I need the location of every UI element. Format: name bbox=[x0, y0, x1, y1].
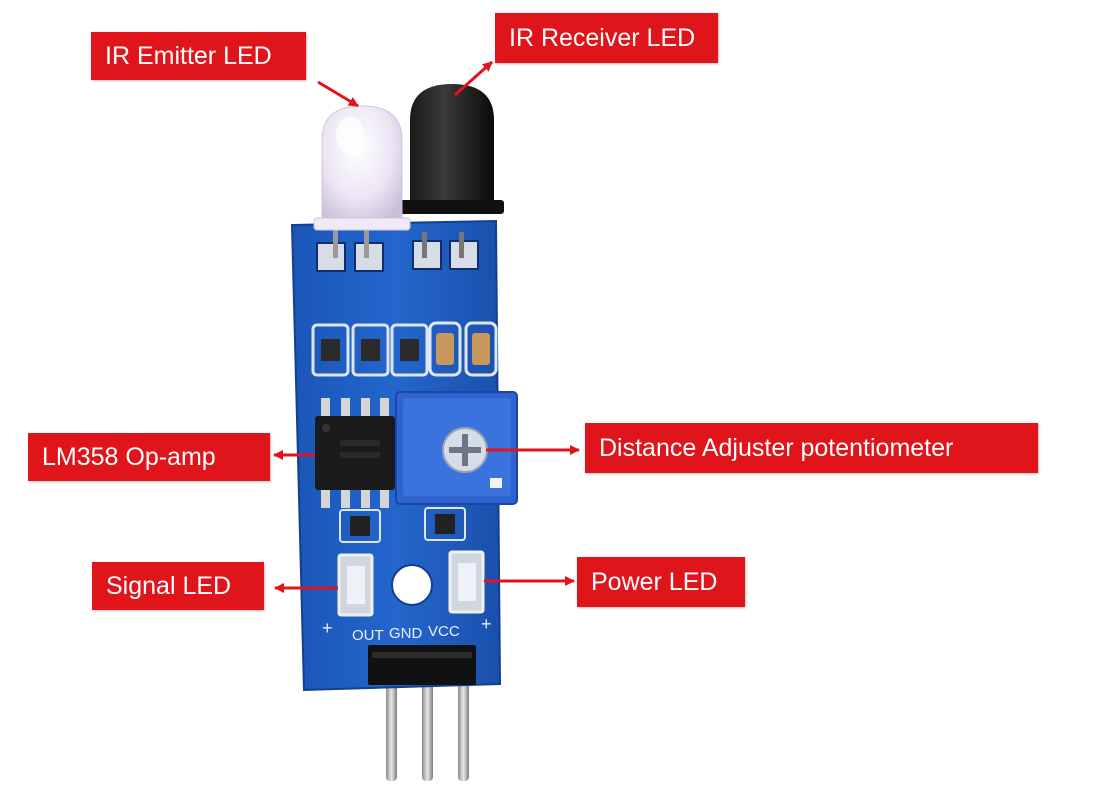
callout-ir-receiver: IR Receiver LED bbox=[495, 13, 718, 63]
pin-label-vcc: VCC bbox=[428, 623, 460, 640]
callout-power-led-text: Power LED bbox=[591, 567, 718, 596]
arrow-ir-receiver bbox=[454, 60, 493, 97]
pin-label-out: OUT bbox=[352, 627, 384, 644]
pin-gnd-leg bbox=[422, 675, 433, 781]
plus-mark-left: + bbox=[322, 618, 333, 638]
callout-ir-receiver-text: IR Receiver LED bbox=[509, 23, 696, 52]
callout-opamp-text: LM358 Op-amp bbox=[42, 442, 216, 471]
callout-ir-emitter-text: IR Emitter LED bbox=[105, 41, 272, 70]
header-pins bbox=[386, 675, 469, 781]
plus-mark-right: + bbox=[481, 614, 492, 634]
mounting-hole bbox=[391, 564, 433, 606]
callout-potentiometer: Distance Adjuster potentiometer bbox=[585, 423, 1038, 473]
callout-signal-led: Signal LED bbox=[92, 562, 264, 610]
ir-emitter-led bbox=[313, 105, 411, 258]
callout-opamp: LM358 Op-amp bbox=[28, 433, 270, 481]
callout-arrows bbox=[273, 60, 580, 593]
callout-ir-emitter: IR Emitter LED bbox=[91, 32, 306, 80]
signal-led bbox=[337, 553, 374, 617]
callout-power-led: Power LED bbox=[577, 557, 745, 607]
power-led bbox=[448, 550, 485, 614]
callout-signal-led-text: Signal LED bbox=[106, 571, 232, 600]
header-housing bbox=[368, 645, 476, 685]
potentiometer bbox=[395, 391, 518, 505]
pin-out-leg bbox=[386, 675, 397, 781]
pin-label-gnd: GND bbox=[389, 625, 423, 642]
ir-receiver-led bbox=[400, 84, 504, 258]
transistors bbox=[339, 507, 466, 543]
pin-vcc-leg bbox=[458, 675, 469, 781]
smd-components bbox=[311, 321, 498, 377]
callout-potentiometer-text: Distance Adjuster potentiometer bbox=[599, 433, 954, 462]
lm358-chip bbox=[315, 398, 395, 508]
arrow-ir-emitter bbox=[317, 80, 359, 108]
